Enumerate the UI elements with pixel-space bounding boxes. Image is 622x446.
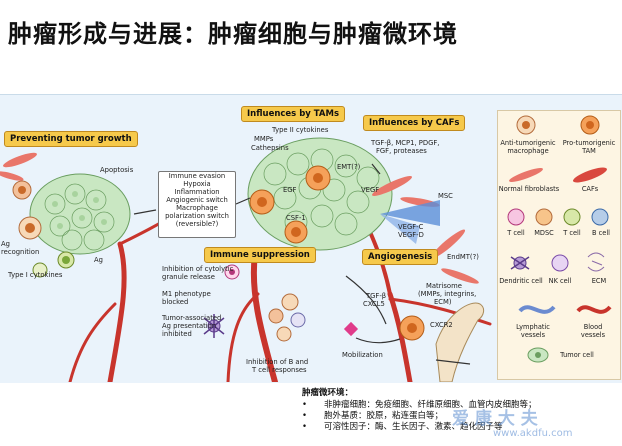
bullet: •: [302, 411, 308, 421]
annot-ag-recognition-2: recognition: [1, 248, 40, 256]
annot-tgfb-1: TGF-β: [366, 292, 387, 300]
mechanism-line-1: Immune evasion: [168, 172, 226, 180]
legend-blood-2: vessels: [580, 331, 606, 339]
bullet: •: [302, 400, 308, 410]
notes-item-3: • 可溶性因子：酶、生长因子、激素、趋化因子等: [302, 422, 620, 433]
annot-m1-1: M1 phenotype: [162, 290, 211, 298]
arrows: [133, 163, 471, 365]
bone-shape: [343, 302, 485, 382]
annot-ag-recognition-1: Ag: [1, 240, 10, 248]
mechanism-line-5: Macrophage: [176, 204, 218, 212]
annot-m1-2: blocked: [162, 298, 189, 306]
notes-item-1: • 非肿瘤细胞：免疫细胞、纤维原细胞、血管内皮细胞等；: [302, 400, 620, 411]
label-angiogenesis: Angiogenesis: [362, 249, 439, 265]
legend-bcell: B cell: [592, 229, 610, 237]
legend-mdsc: MDSC: [534, 229, 554, 237]
annot-inhib-cytolytic-2: granule release: [162, 273, 215, 281]
legend-panel: Anti-tumorigenic macrophage Pro-tumorige…: [497, 110, 621, 380]
annot-matrisome-3: ECM): [434, 298, 452, 306]
annot-type2-cytokines: Type II cytokines: [272, 126, 329, 134]
annot-matrisome-1: Matrisome: [426, 282, 462, 290]
annot-tag-1: Tumor-associated: [162, 314, 222, 322]
annot-tgf-2: FGF, proteases: [376, 147, 427, 155]
annot-egf: EGF: [283, 186, 297, 194]
annot-tag-3: inhibited: [162, 330, 192, 338]
annot-inhib-bt-1: Inhibition of B and: [246, 358, 309, 366]
annot-endmt: EndMT(?): [447, 253, 479, 261]
caf-cells: [371, 176, 479, 284]
watermark-url: www.akdfu.com: [493, 428, 573, 439]
legend-treg: T cell: [507, 229, 525, 237]
annot-tgf-1: TGF-β, MCP1, PDGF,: [371, 139, 440, 147]
annot-cxcr2: CXCR2: [430, 321, 453, 329]
notes-text-2: 胞外基质：胶原，粘连蛋白等；: [324, 411, 444, 421]
annot-inhib-cytolytic-1: Inhibition of cytolytic: [162, 265, 234, 273]
legend-lymphatic-2: vessels: [520, 331, 546, 339]
legend-blood-1: Blood: [583, 323, 603, 331]
legend-tumor-cell: Tumor cell: [560, 351, 594, 359]
legend-dendritic: Dendritic cell: [499, 277, 543, 285]
annot-vegfc-2: VEGF-D: [398, 231, 424, 239]
legend-normal-fibroblasts: Normal fibroblasts: [498, 185, 560, 193]
legend-tcell: T cell: [563, 229, 581, 237]
left-tumor-cluster: [29, 173, 131, 255]
bullet: •: [302, 422, 308, 432]
annot-matrisome-2: (MMPs, integrins,: [418, 290, 477, 298]
mechanism-box: Immune evasion Hypoxia Inflammation Angi…: [158, 171, 236, 238]
watermark-text: 爱 康 大 夫: [452, 409, 538, 429]
left-immune-cells: [0, 152, 75, 278]
annot-apoptosis: Apoptosis: [100, 166, 134, 174]
annot-csf1: CSF-1: [286, 214, 306, 222]
mechanism-line-2: Hypoxia: [183, 180, 211, 188]
annot-tgfb-2: CXCL5: [363, 300, 385, 308]
legend-cafs: CAFs: [581, 185, 599, 193]
label-preventing-tumor-growth: Preventing tumor growth: [4, 131, 138, 147]
page-title: 肿瘤形成与进展：肿瘤细胞与肿瘤微环境: [8, 20, 458, 48]
annot-cathepsins: Cathepsins: [251, 144, 289, 152]
annot-tag-2: Ag presentation: [162, 322, 217, 330]
mechanism-line-7: (reversible?): [175, 220, 219, 228]
legend-nk: NK cell: [548, 277, 572, 285]
immune-suppression-cells: [203, 264, 306, 342]
annot-inhib-bt-2: T cell responses: [252, 366, 307, 374]
legend-anti-macrophage-1: Anti-tumorigenic: [500, 139, 556, 147]
legend-icons: [507, 115, 612, 363]
label-immune-suppression: Immune suppression: [204, 247, 316, 263]
notes-text-3: 可溶性因子：酶、生长因子、激素、趋化因子等: [324, 422, 503, 432]
mechanism-line-6: polarization switch: [165, 212, 229, 220]
lymphatic-vessel: [380, 200, 440, 244]
annot-msc: MSC: [438, 192, 453, 200]
notes-item-2: • 胞外基质：胶原，粘连蛋白等；: [302, 411, 620, 422]
annot-mmps: MMPs: [254, 135, 274, 143]
mechanism-line-3: Inflammation: [174, 188, 220, 196]
notes-text-1: 非肿瘤细胞：免疫细胞、纤维原细胞、血管内皮细胞等；: [324, 400, 537, 410]
mechanism-line-4: Angiogenic switch: [166, 196, 228, 204]
annot-mobilization: Mobilization: [342, 351, 383, 359]
annot-vegfc-1: VEGF-C: [398, 223, 424, 231]
annot-vegf: VEGF: [361, 186, 380, 194]
annot-type1-cytokines: Type I cytokines: [8, 271, 63, 279]
legend-ecm: ECM: [591, 277, 607, 285]
annot-emt: EMT(?): [337, 163, 361, 171]
label-influences-by-cafs: Influences by CAFs: [363, 115, 466, 131]
blood-vessels: [68, 172, 492, 382]
tam-cells: [249, 165, 425, 341]
legend-lymphatic-1: Lymphatic: [516, 323, 550, 331]
label-influences-by-tams: Influences by TAMs: [241, 106, 346, 122]
notes-title: 肿瘤微环境：: [302, 388, 354, 398]
annot-ag: Ag: [94, 256, 103, 264]
legend-pro-tam-2: TAM: [582, 147, 596, 155]
notes-block: 肿瘤微环境： • 非肿瘤细胞：免疫细胞、纤维原细胞、血管内皮细胞等； • 胞外基…: [302, 386, 620, 446]
legend-anti-macrophage-2: macrophage: [507, 147, 549, 155]
legend-pro-tam-1: Pro-tumorigenic: [562, 139, 616, 147]
diagram-graphics: [0, 137, 492, 382]
